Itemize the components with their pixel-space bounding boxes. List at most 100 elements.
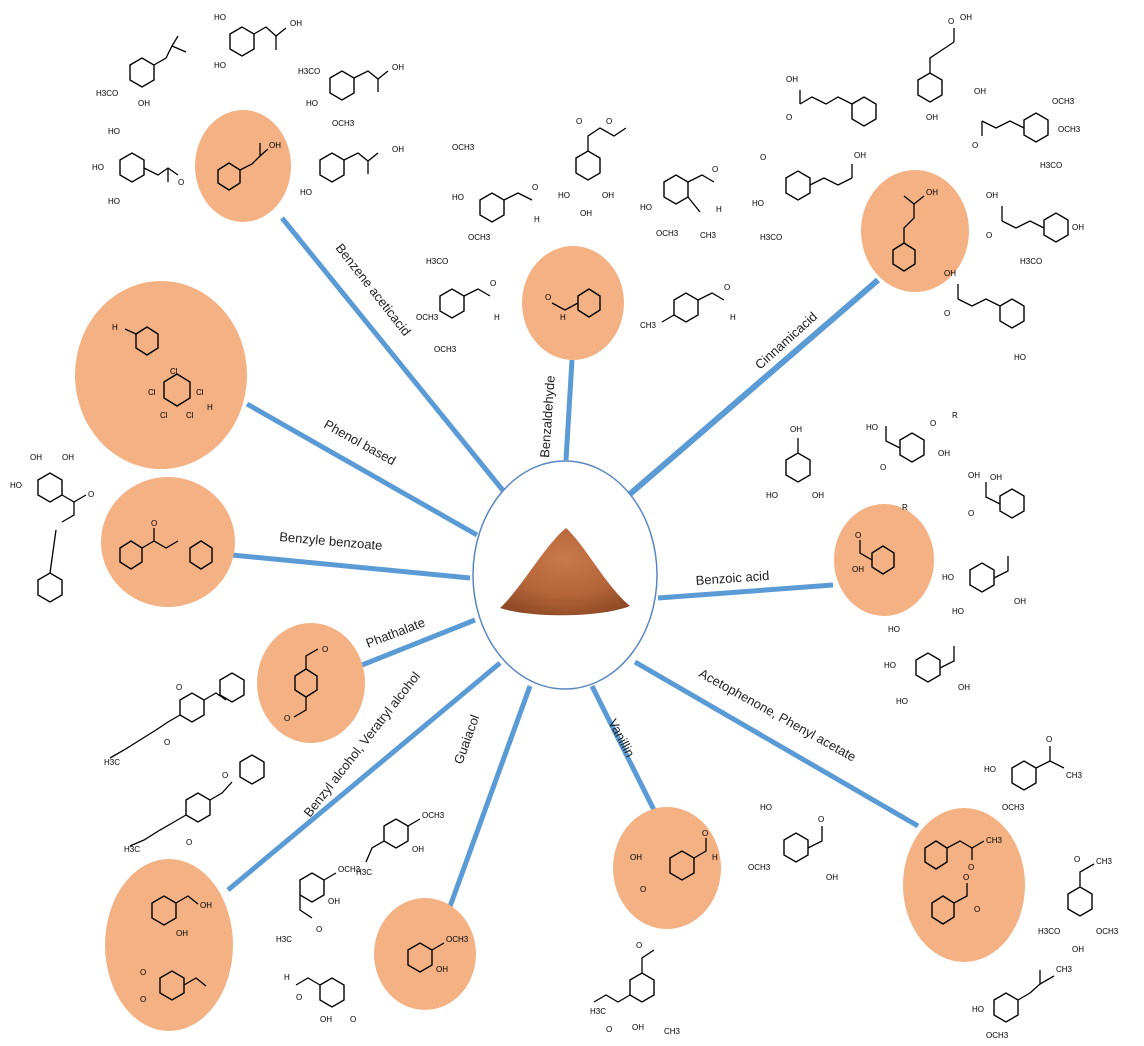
- atom-label: O: [284, 714, 290, 723]
- svg-text:O: O: [186, 838, 192, 847]
- structure: HO HO OH: [214, 13, 302, 70]
- svg-text:HO: HO: [766, 491, 778, 500]
- atom-label: H: [712, 853, 718, 862]
- line-phathalate: [361, 617, 476, 668]
- label-benzyle-benzoate: Benzyle benzoate: [279, 529, 383, 553]
- svg-text:O: O: [606, 117, 612, 126]
- structure: CH3 O H3CO OCH3 OH: [1038, 855, 1119, 954]
- label-phenol-based: Phenol based: [322, 417, 399, 469]
- atom-label: O: [974, 905, 980, 914]
- svg-text:O: O: [636, 941, 642, 950]
- svg-text:OH: OH: [328, 897, 340, 906]
- svg-text:O: O: [712, 165, 718, 174]
- structure: OCH3 OH H3C O: [276, 865, 361, 944]
- svg-text:OH: OH: [854, 151, 866, 160]
- svg-text:H3C: H3C: [276, 935, 292, 944]
- svg-text:OH: OH: [580, 209, 592, 218]
- svg-text:HO: HO: [640, 203, 652, 212]
- svg-text:O: O: [1046, 735, 1052, 744]
- node-benzaldehyde: O H: [522, 246, 624, 360]
- svg-text:HO: HO: [896, 697, 908, 706]
- line-cinnamic-acid: [628, 277, 880, 497]
- structure: CH3 O H: [640, 283, 736, 330]
- svg-text:OH: OH: [412, 845, 424, 854]
- structure: H3CO OCH3 OCH3 O H: [416, 257, 500, 354]
- atom-label: OH: [269, 141, 281, 150]
- svg-text:OH: OH: [1072, 223, 1084, 232]
- atom-label: O: [140, 995, 146, 1004]
- atom-label: Cl: [196, 388, 204, 397]
- svg-text:CH3: CH3: [700, 231, 717, 240]
- svg-text:OH: OH: [320, 1015, 332, 1024]
- svg-text:R: R: [952, 411, 958, 420]
- node-benzyle-benzoate: O: [101, 477, 235, 607]
- line-acetophenone: [633, 659, 920, 829]
- svg-text:OH: OH: [392, 145, 404, 154]
- svg-text:OH: OH: [1014, 597, 1026, 606]
- structure: OH O: [786, 75, 877, 127]
- center-node: [472, 460, 658, 690]
- svg-text:O: O: [724, 283, 730, 292]
- svg-text:HO: HO: [884, 661, 896, 670]
- label-guaiacol: Guaiacol: [451, 713, 483, 766]
- svg-text:H3C: H3C: [104, 758, 120, 767]
- svg-text:H: H: [284, 973, 290, 982]
- svg-text:HO: HO: [952, 607, 964, 616]
- atom-label: OH: [630, 853, 642, 862]
- atom-label: H: [207, 403, 213, 412]
- structure: HO OCH3 CH3 O H: [640, 165, 722, 240]
- svg-text:H3CO: H3CO: [760, 233, 782, 242]
- line-benzyl-alcohol: [226, 661, 502, 892]
- svg-text:HO: HO: [214, 13, 226, 22]
- svg-text:OH: OH: [990, 473, 1002, 482]
- structure: HO OH OH O: [10, 453, 94, 603]
- svg-text:OH: OH: [790, 425, 802, 434]
- svg-text:HO: HO: [452, 193, 464, 202]
- svg-text:OH: OH: [602, 191, 614, 200]
- svg-text:HO: HO: [108, 197, 120, 206]
- atom-label: Cl: [186, 411, 194, 420]
- svg-text:O: O: [176, 683, 182, 692]
- structure: H3C O O: [104, 672, 245, 767]
- node-vanillin: O H OH O: [613, 807, 721, 929]
- svg-text:H3C: H3C: [590, 1007, 606, 1016]
- svg-text:HO: HO: [558, 191, 570, 200]
- svg-text:O: O: [880, 463, 886, 472]
- svg-text:O: O: [350, 1015, 356, 1024]
- svg-text:OH: OH: [812, 491, 824, 500]
- svg-text:OH: OH: [62, 453, 74, 462]
- node-phathalate: O O: [257, 623, 365, 743]
- svg-text:OH: OH: [138, 99, 150, 108]
- svg-text:OCH3: OCH3: [1096, 927, 1119, 936]
- atom-label: O: [545, 293, 551, 302]
- svg-text:OCH3: OCH3: [422, 811, 445, 820]
- svg-text:HO: HO: [10, 481, 22, 490]
- svg-text:O: O: [1074, 855, 1080, 864]
- svg-text:H3CO: H3CO: [298, 67, 320, 76]
- svg-text:OH: OH: [632, 1023, 644, 1032]
- atom-label: Cl: [148, 388, 156, 397]
- svg-text:OCH3: OCH3: [434, 345, 457, 354]
- structure: CH3 HO OCH3: [972, 965, 1073, 1040]
- svg-text:HO: HO: [972, 1005, 984, 1014]
- svg-text:OH: OH: [944, 269, 956, 278]
- atom-label: O: [151, 519, 157, 528]
- atom-label: H: [560, 313, 566, 322]
- svg-text:OCH3: OCH3: [1002, 803, 1025, 812]
- node-guaiacol: OCH3 OH: [374, 898, 476, 1010]
- node-phenol-based: H Cl Cl Cl Cl Cl H: [75, 281, 247, 469]
- atom-label: OCH3: [446, 935, 469, 944]
- node-benzyl-alcohol: OH OH O O: [105, 859, 233, 1031]
- svg-text:H: H: [716, 205, 722, 214]
- atom-label: OH: [852, 565, 864, 574]
- svg-text:H: H: [494, 313, 500, 322]
- atom-label: O: [968, 863, 974, 872]
- atom-label: OH: [200, 901, 212, 910]
- svg-text:O: O: [944, 309, 950, 318]
- structure: OH O HO: [944, 269, 1026, 362]
- line-phenol-based: [245, 401, 479, 538]
- svg-text:OH: OH: [1072, 945, 1084, 954]
- svg-text:R: R: [902, 503, 908, 512]
- svg-text:OCH3: OCH3: [748, 863, 771, 872]
